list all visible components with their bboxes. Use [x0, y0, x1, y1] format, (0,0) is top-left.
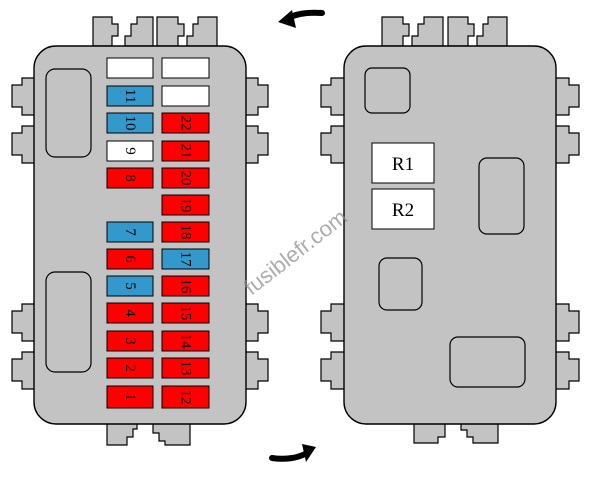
watermark-text: fusiblefr.com: [239, 204, 352, 300]
fuse-19: [161, 194, 210, 216]
fuse-10: [106, 112, 154, 134]
back-left-tabs: [320, 77, 347, 390]
fuse-18: [161, 221, 210, 243]
fuse-20: [161, 167, 210, 189]
fuse-6: [106, 248, 154, 270]
fuse-2: [106, 357, 154, 379]
back-top-tabs: [381, 16, 508, 47]
fuse-label-19: 19: [178, 198, 194, 213]
fuse-label-12: 12: [178, 390, 194, 405]
fuse-column-right: 22 21 20 19 18 17 16 15 14 13 12: [161, 57, 210, 409]
relay-r1-label: R1: [392, 154, 414, 175]
fuse-9: [106, 140, 154, 162]
fuse-label-20: 20: [178, 171, 194, 186]
fuse-label-6: 6: [122, 255, 138, 263]
right-blank-slot-1: [161, 85, 210, 107]
left-side-tabs: [11, 77, 38, 390]
fuse-label-2: 2: [122, 364, 138, 372]
fuse-11: [106, 85, 154, 107]
fuse-12: [161, 385, 210, 409]
back-tall-slot: [478, 157, 525, 235]
fuse-column-left: 11 10 9 8 7 6 5 4 3 2 1: [106, 57, 154, 409]
relay-r2-label: R2: [392, 200, 414, 221]
fuse-8: [106, 167, 154, 189]
lower-slot: [45, 271, 92, 373]
back-right-tabs: [553, 77, 580, 390]
fuse-1: [106, 385, 154, 409]
fuse-14: [161, 330, 210, 352]
back-wide-slot: [449, 336, 526, 388]
fuse-16: [161, 275, 210, 297]
fuse-15: [161, 302, 210, 324]
bottom-tabs: [106, 422, 191, 446]
fuse-label-4: 4: [122, 309, 138, 317]
upper-slot: [45, 68, 92, 158]
fuse-label-7: 7: [122, 228, 138, 236]
fuse-13: [161, 357, 210, 379]
fuse-label-9: 9: [122, 147, 138, 155]
fuse-3: [106, 330, 154, 352]
fuse-5: [106, 275, 154, 297]
back-small-slot: [378, 257, 423, 311]
fuse-label-11: 11: [122, 89, 138, 103]
back-panel: R1 R2: [320, 16, 580, 444]
top-tabs: [92, 16, 218, 47]
fuse-label-15: 15: [178, 306, 194, 321]
right-blank-slot-0: [161, 57, 210, 79]
fuse-17: [161, 248, 210, 270]
relay-r1: R1: [371, 142, 435, 184]
fuse-22: [161, 112, 210, 134]
fuse-label-8: 8: [122, 174, 138, 182]
fuse-label-18: 18: [178, 225, 194, 240]
rotate-arrow-top: [278, 9, 325, 28]
right-side-tabs: [242, 77, 269, 390]
back-square-slot: [364, 67, 411, 114]
fuse-label-22: 22: [178, 116, 194, 131]
fuse-label-21: 21: [178, 144, 194, 159]
relay-r2: R2: [371, 188, 435, 230]
fuse-21: [161, 140, 210, 162]
left-blank-slot-0: [106, 57, 154, 79]
fuse-label-1: 1: [122, 393, 138, 401]
fuse-7: [106, 221, 154, 243]
fuse-4: [106, 302, 154, 324]
back-box-body: [343, 45, 557, 425]
fuse-label-13: 13: [178, 361, 194, 376]
fuse-label-16: 16: [178, 279, 194, 295]
fuse-label-5: 5: [122, 282, 138, 290]
fuse-label-3: 3: [122, 337, 138, 345]
fuse-label-10: 10: [122, 116, 138, 131]
rotate-arrow-bottom: [269, 444, 316, 462]
fuse-label-14: 14: [178, 334, 194, 350]
fuse-label-17: 17: [178, 252, 194, 268]
back-bottom-tabs: [413, 422, 499, 444]
